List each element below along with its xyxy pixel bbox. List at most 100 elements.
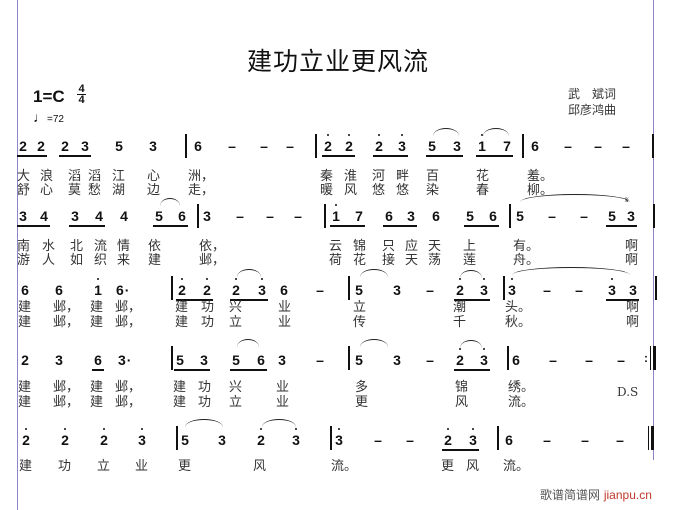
- note: 5: [466, 208, 474, 224]
- lyric: 舟。: [513, 253, 540, 268]
- lyric: 愁: [88, 183, 102, 198]
- lyric: 更: [178, 459, 192, 474]
- lyric: 织: [94, 253, 108, 268]
- note: 4: [120, 208, 128, 224]
- lyric: 舒: [17, 183, 31, 198]
- note: 3: [290, 428, 302, 448]
- dash: –: [564, 138, 572, 154]
- lyricist: 武 斌词: [568, 87, 617, 101]
- lyric: 建: [18, 300, 32, 315]
- lyric: 更: [355, 395, 369, 410]
- note: 5: [115, 138, 123, 154]
- dash: –: [575, 282, 583, 298]
- dash: –: [406, 432, 414, 448]
- note: 3: [478, 348, 490, 368]
- slur: [483, 128, 509, 136]
- lyric: 滔: [88, 169, 102, 184]
- beam: [476, 155, 513, 157]
- lyric: 荡: [428, 253, 442, 268]
- beam: [176, 299, 213, 301]
- dash: –: [543, 282, 551, 298]
- lyric: 人: [42, 253, 56, 268]
- lyric: 邺，: [53, 395, 80, 410]
- page-left-border: [17, 0, 18, 510]
- lyric: 啊: [626, 300, 640, 315]
- barline: [650, 346, 651, 370]
- lyric: 建: [18, 395, 32, 410]
- lyric: 锦: [455, 380, 469, 395]
- note: 3: [81, 138, 89, 154]
- lyric: 云: [329, 239, 343, 254]
- lyric: 风: [253, 459, 267, 474]
- key-signature: 1=C: [33, 87, 65, 107]
- barline: [653, 204, 655, 228]
- note: 6: [21, 282, 29, 298]
- note: 2: [59, 428, 71, 448]
- lyric: 心: [147, 169, 161, 184]
- note: 6: [505, 432, 513, 448]
- page-right-border: [653, 0, 654, 460]
- note: 3: [256, 278, 268, 298]
- lyric: 浪: [40, 169, 54, 184]
- time-signature: 4 4: [77, 83, 86, 106]
- note: 6: [178, 208, 186, 224]
- dash: –: [617, 352, 625, 368]
- lyric: 流。: [331, 459, 358, 474]
- note: 2: [322, 134, 334, 154]
- beam: [69, 225, 105, 227]
- barline: [315, 134, 317, 158]
- beam: [442, 449, 479, 451]
- repeat-end-barline: [653, 346, 656, 370]
- note: 3: [396, 134, 408, 154]
- lyric: 依: [148, 239, 162, 254]
- note: 3: [136, 428, 148, 448]
- note: 3: [19, 208, 27, 224]
- lyric: 风: [344, 183, 358, 198]
- final-barline: [651, 426, 654, 450]
- lyric: 业: [135, 459, 149, 474]
- note: 3: [393, 282, 401, 298]
- slur: [360, 339, 388, 347]
- credits: 武 斌词 邱彦鸿曲: [568, 86, 616, 118]
- lyric: 天: [405, 253, 419, 268]
- dash: –: [585, 352, 593, 368]
- time-top: 4: [78, 83, 85, 95]
- lyric: 流。: [503, 459, 530, 474]
- note: 5: [181, 432, 189, 448]
- lyric: 染: [426, 183, 440, 198]
- note: 2: [343, 134, 355, 154]
- slur: [460, 270, 482, 278]
- beam: [153, 225, 188, 227]
- dash: –: [316, 352, 324, 368]
- lyric: 荷: [329, 253, 343, 268]
- dash: –: [266, 208, 274, 224]
- tempo-value: =72: [47, 114, 64, 125]
- beam: [174, 369, 210, 371]
- lyric: 来: [117, 253, 131, 268]
- note: 5: [176, 352, 184, 368]
- note: 3·: [118, 352, 132, 368]
- lyric: 南: [17, 239, 31, 254]
- lyric: 建: [19, 459, 33, 474]
- lyric: 邺，: [115, 315, 142, 330]
- slur: [433, 128, 459, 136]
- note: 6: [280, 282, 288, 298]
- barline: [185, 134, 187, 158]
- barline: [171, 346, 173, 370]
- beam: [230, 299, 268, 301]
- beam: [454, 299, 490, 301]
- lyric: 滔: [68, 169, 82, 184]
- lyric: 啊: [625, 253, 639, 268]
- note: 2: [21, 352, 29, 368]
- note: 6·: [116, 282, 130, 298]
- lyric: 立: [229, 315, 243, 330]
- barline: [655, 276, 657, 300]
- dal-segno-marking: D.S: [617, 385, 639, 399]
- note: 2: [255, 428, 267, 448]
- dash: –: [286, 138, 294, 154]
- lyric: 功: [198, 380, 212, 395]
- lyric: 风: [455, 395, 469, 410]
- dash: –: [616, 432, 624, 448]
- lyric: 建: [18, 315, 32, 330]
- dash: –: [228, 138, 236, 154]
